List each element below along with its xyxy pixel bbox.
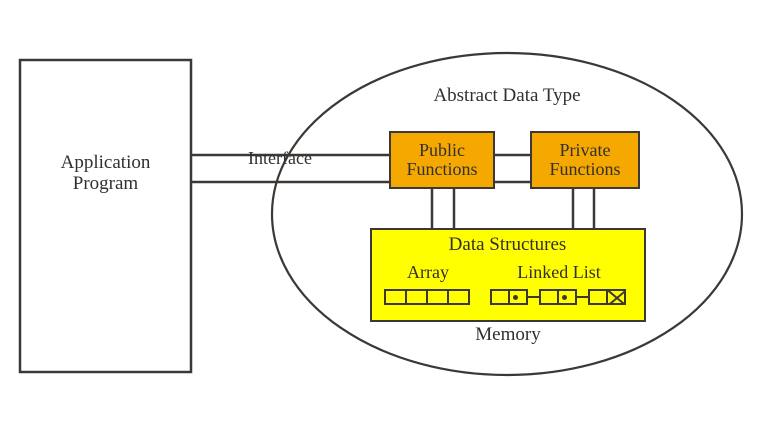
memory-label: Memory (475, 324, 541, 345)
linked-list-label: Linked List (517, 262, 601, 282)
array-cell (384, 289, 407, 305)
application-program-label-line2: Program (72, 173, 139, 195)
interface-label: Interface (248, 148, 312, 168)
linked-list-node (490, 289, 528, 305)
public-functions-label-line1: Public (418, 139, 465, 160)
data-structures-title: Data Structures (448, 234, 567, 255)
array-cell (426, 289, 449, 305)
linked-list-link (574, 295, 588, 299)
linked-list-null-terminator-icon (606, 289, 626, 305)
public-functions-box: Public Functions (389, 131, 495, 189)
array-label: Array (407, 262, 449, 282)
public-functions-label: Public Functions (406, 139, 478, 179)
abstract-data-type-title: Abstract Data Type (433, 85, 581, 106)
private-functions-label: Private Functions (549, 139, 621, 179)
linked-list-node-data-cell (490, 289, 510, 305)
linked-list-node (539, 289, 577, 305)
application-program-label-line1: Application (60, 152, 151, 173)
public-functions-label-line2: Functions (406, 159, 478, 179)
array-cell (405, 289, 428, 305)
application-program-label: Application Program (20, 152, 191, 195)
data-structures-box: Data Structures Array Linked List (370, 228, 646, 322)
linked-list-group (490, 289, 626, 305)
linked-list-node-data-cell (588, 289, 608, 305)
linked-list-node-pointer-cell (508, 289, 528, 305)
linked-list-node (588, 289, 626, 305)
private-functions-label-line1: Private (559, 139, 611, 160)
private-functions-label-line2: Functions (549, 159, 621, 179)
linked-list-node-data-cell (539, 289, 559, 305)
array-cells-group (384, 289, 470, 305)
abstract-data-type-ellipse (270, 51, 744, 377)
private-functions-box: Private Functions (530, 131, 640, 189)
application-program-box (18, 58, 193, 374)
linked-list-link (525, 295, 539, 299)
array-cell (447, 289, 470, 305)
linked-list-node-pointer-cell (557, 289, 577, 305)
